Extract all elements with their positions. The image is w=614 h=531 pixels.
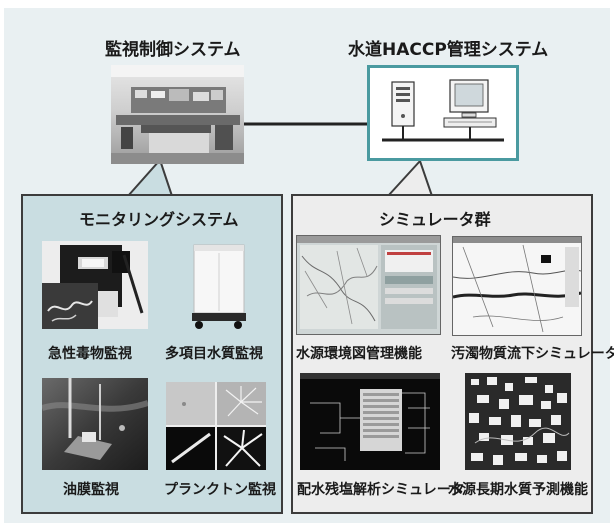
simulator-item-water-source-map: 水源環境図管理機能 [296,346,422,362]
simulator-item-residual-chlorine: 配水残塩解析シミュレータ [297,482,465,498]
monitoring-item-oil-film: 油膜監視 [63,482,119,498]
control-room-photo [111,65,244,164]
monitoring-item-water-quality: 多項目水質監視 [165,346,263,362]
simulator-item-long-term-prediction: 水源長期水質予測機能 [448,482,588,498]
water-source-map-screenshot [296,235,441,335]
server-tower-icon [391,81,415,127]
monitoring-item-plankton: プランクトン監視 [164,482,276,498]
water-quality-analyzer-photo [186,241,252,333]
haccp-system-box [367,65,519,161]
simulator-title: シミュレータ群 [379,210,491,229]
simulator-callout [387,159,433,197]
monitoring-title: モニタリングシステム [79,210,239,229]
long-term-quality-screenshot [465,373,571,470]
pollutant-flow-map-screenshot [452,236,582,336]
monitoring-callout [127,158,173,197]
residual-chlorine-screenshot [300,373,440,470]
computer-monitor-icon [443,79,497,128]
haccp-title: 水道HACCP管理システム [348,40,549,60]
oil-film-monitor-photo [42,378,148,470]
monitoring-item-toxic: 急性毒物監視 [48,346,132,362]
plankton-monitor-photo [166,382,266,470]
simulator-item-pollutant-flow: 汚濁物質流下シミュレータ [451,346,614,362]
toxic-monitor-photo [42,241,148,329]
monitoring-control-title: 監視制御システム [105,40,241,60]
